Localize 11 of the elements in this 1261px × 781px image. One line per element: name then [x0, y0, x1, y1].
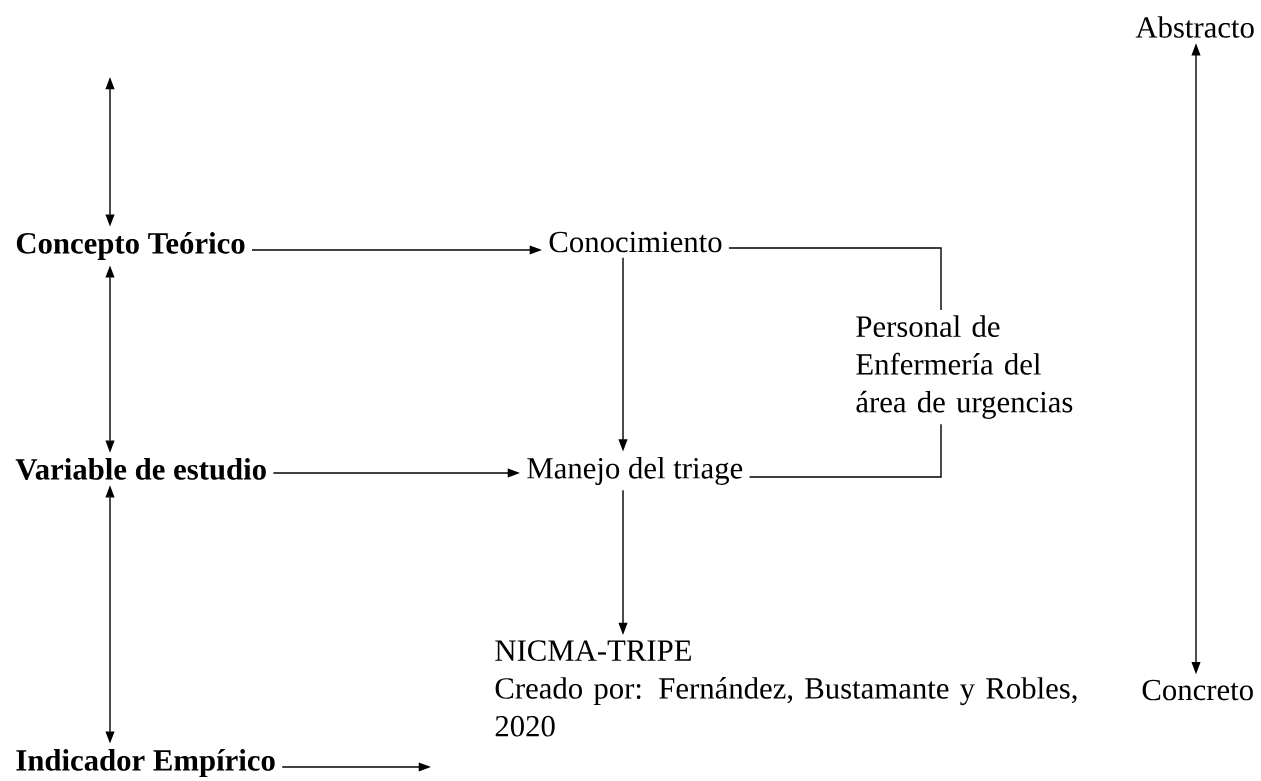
- instrument-label: NICMA-TRIPE Creado por: Fernández, Bustamante y Robles, 2020: [495, 640, 1077, 737]
- bracket-line: [728, 247, 942, 311]
- level-label: Variable de estudio: [15, 458, 266, 480]
- concept-label: Manejo del triage: [527, 457, 743, 485]
- level-label: Concepto Teórico: [16, 232, 245, 260]
- population-label: Personal de Enfermería del área de urgencias: [856, 315, 1073, 419]
- scale-label: Concreto: [1142, 679, 1253, 701]
- scale-label: Abstracto: [1135, 16, 1254, 38]
- bracket-line: [748, 423, 942, 478]
- concept-label: Conocimiento: [549, 231, 722, 253]
- level-label: Indicador Empírico: [16, 749, 275, 777]
